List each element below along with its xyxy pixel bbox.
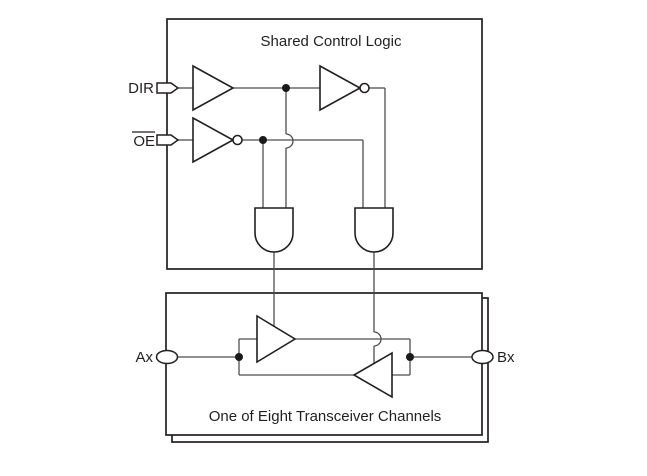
bx-io-pin-icon [471, 349, 494, 365]
ax-io-pin-icon [155, 349, 179, 365]
gates [192, 64, 394, 399]
junction-dot [282, 84, 290, 92]
dir-inverter-icon [319, 64, 362, 112]
dir-inverter-bubble-icon [359, 82, 370, 94]
oe-inverter-bubble-icon [232, 134, 243, 146]
oe-pin-label: OE [133, 133, 155, 150]
wire-hop-icon [373, 331, 382, 347]
wire-hop-icon [285, 133, 294, 149]
ax-pin-label: Ax [135, 349, 153, 366]
dir-pin-label: DIR [128, 80, 154, 97]
pin-symbols [155, 82, 494, 365]
transceiver-channel-box [165, 292, 483, 436]
junction-dot [259, 136, 267, 144]
transceiver-channels-title: One of Eight Transceiver Channels [209, 408, 442, 425]
a-to-b-buffer-icon [256, 314, 297, 364]
labels: Shared Control Logic One of Eight Transc… [128, 33, 515, 425]
b-to-a-enable-and-gate-icon [354, 207, 394, 253]
shared-control-logic-title: Shared Control Logic [261, 33, 402, 50]
bx-pin-label: Bx [497, 349, 515, 366]
oe-input-pin-icon [156, 134, 180, 146]
junction-dot [235, 353, 243, 361]
a-to-b-enable-and-gate-icon [254, 207, 294, 253]
junction-dots [235, 84, 414, 361]
dir-buffer-icon [192, 64, 235, 112]
b-to-a-buffer-icon [352, 351, 393, 399]
dir-input-pin-icon [156, 82, 180, 94]
junction-dot [406, 353, 414, 361]
oe-inverter-icon [192, 116, 235, 164]
